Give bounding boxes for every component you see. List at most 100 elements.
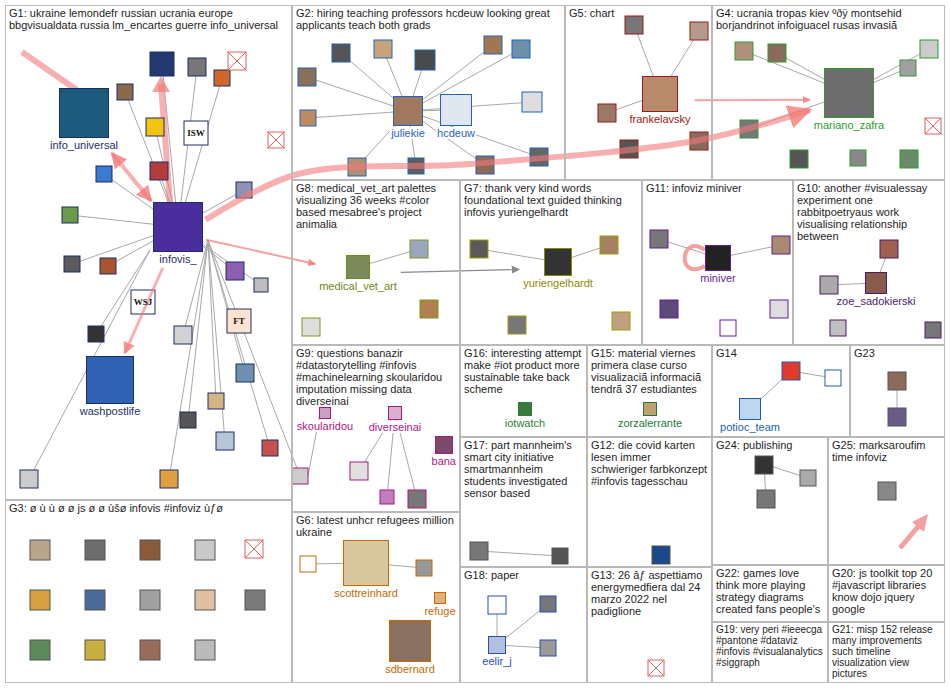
avatar-image [292,468,308,484]
group-header: G20: js toolkit top 20 #javascript libra… [832,567,932,615]
avatar-image [484,36,502,54]
edge-arrow [206,240,315,264]
avatar-image [755,456,773,474]
vertex-node: eelir_j [481,636,512,667]
edge-arrow [112,153,151,201]
group-header: G6: latest unhcr refugees million ukrain… [296,514,454,538]
vertex-label: medical_vet_art [318,280,398,292]
group-box: G6: latest unhcr refugees million ukrain… [292,512,460,683]
group-header: G11: infoviz miniver [646,182,742,194]
avatar-image [302,318,320,336]
avatar-image [195,590,215,610]
vertex-label: washpostlife [79,405,142,417]
avatar-image [174,326,192,344]
avatar-image [540,596,556,612]
avatar-image [518,402,532,416]
avatar-image [415,50,435,70]
avatar-image [512,40,530,58]
group-box: G8: medical_vet_art palettes visualizing… [292,180,460,345]
group-box: G17: part mannheim's smart city initiati… [460,437,587,567]
avatar-image [388,406,402,420]
avatar-image [470,240,488,258]
broken-image [648,660,664,676]
avatar-image [85,540,105,560]
avatar-image [824,68,874,118]
vertex-node: zoe_sadokierski [836,272,917,307]
group-header: G21: misp 152 release many improvements … [832,624,933,679]
group-box: G10: another #visualessay experiment one… [793,180,945,345]
avatar-image [180,412,196,428]
group-header: G2: hiring teaching professors hcdeuw lo… [296,7,550,31]
avatar-image [140,540,160,560]
avatar-image [888,372,906,390]
vertex-node: miniver [699,245,736,284]
avatar-image [420,300,438,318]
avatar-image [757,490,775,508]
avatar-image [643,402,657,416]
avatar-image [214,70,230,86]
group-box: G1: ukraine lemondefr russian ucrania eu… [5,5,292,500]
broken-image [245,540,263,558]
vertex-label: info_universal [49,139,119,151]
vertex-label: juliekie [390,127,426,139]
avatar-image [86,356,134,404]
avatar-image [85,640,105,660]
avatar-image [440,94,472,126]
vertex-node: diverseinai [368,406,423,433]
avatar-image [865,272,887,294]
group-box: G11: infoviz miniver miniver [642,180,793,345]
group-box: G25: marksaroufim time infoviz [828,437,945,565]
avatar-image [782,362,800,380]
broken-image [268,132,284,148]
avatar-image [245,590,265,610]
group-header: G9: questions banazir #datastorytelling … [296,347,442,407]
avatar-image [85,590,105,610]
group-header: G7: thank very kind words foundational t… [464,182,622,218]
avatar-image [262,440,278,456]
avatar-image [298,68,316,86]
vertex-label: yuriengelhardt [522,277,594,289]
group-box: G5: chart frankelavsky [565,5,712,180]
broken-image [925,118,941,134]
avatar-image [820,276,838,294]
group-box: G12: die covid karten lesen immer schwie… [587,437,712,567]
group-box: G22: games love think more playing strat… [712,565,828,622]
avatar-image [59,88,109,138]
avatar-image [300,556,316,572]
avatar-image [30,540,50,560]
group-box: G3: ø ù ù ø ø js ø ø ùšø infovis #infovi… [5,500,292,683]
avatar-image [642,76,678,112]
avatar-image [739,398,761,420]
avatar-image [380,490,394,504]
group-header: G18: paper [464,569,519,581]
vertex-label: hcdeuw [436,127,476,139]
avatar-image [410,240,428,258]
avatar-image [888,408,906,426]
group-box: G7: thank very kind words foundational t… [460,180,642,345]
group-header: G5: chart [569,7,614,19]
broken-image [245,540,263,558]
group-header: G19: very peri #ieeecga #pantone #datavi… [716,624,823,668]
group-box: G24: publishing [712,437,828,565]
vertex-node: frankelavsky [628,76,691,125]
vertex-node: juliekie [390,96,426,139]
avatar-image [435,436,453,454]
avatar-image [925,322,941,338]
avatar-image [30,590,50,610]
group-box: G15: material viernes primera clase curs… [587,345,712,437]
vertex-node: info_universal [49,88,119,151]
avatar-image [650,230,668,248]
group-box: G16: interesting attempt make #iot produ… [460,345,587,437]
avatar-image [470,542,488,560]
vertex-label: mariano_zafra [813,119,885,131]
avatar-image [20,470,38,488]
vertex-label: diverseinai [368,421,423,433]
vertex-label: zoe_sadokierski [836,295,917,307]
avatar-image [195,640,215,660]
avatar-image [652,546,670,564]
avatar-image [878,482,896,500]
vertex-node: bana [431,436,457,467]
avatar-image [236,364,254,382]
avatar-image [346,255,370,279]
avatar-image [660,300,678,318]
